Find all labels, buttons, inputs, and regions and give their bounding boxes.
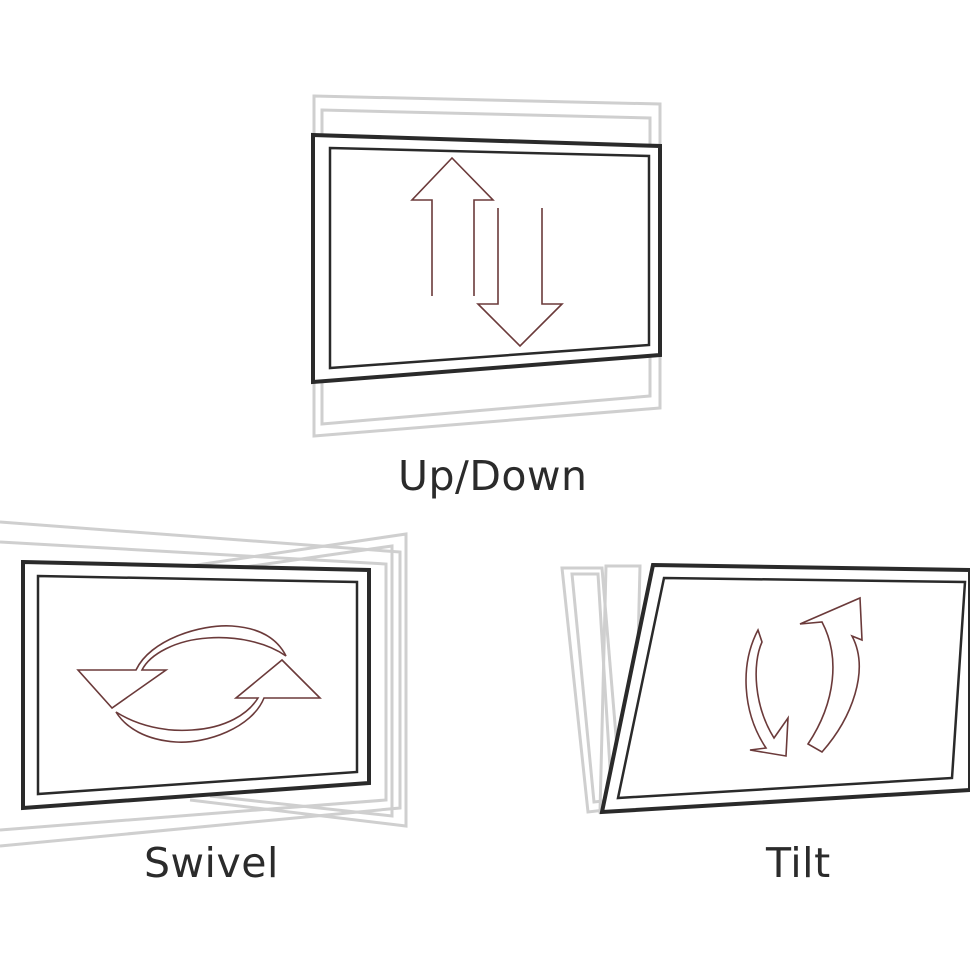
tilt-monitor-group xyxy=(560,562,970,815)
updown-label: Up/Down xyxy=(398,452,588,500)
swivel-ghost-frames xyxy=(0,520,408,848)
down-arrow-icon xyxy=(476,208,564,348)
tilt-arrow-down-icon xyxy=(745,627,789,757)
updown-monitor-group xyxy=(311,94,662,438)
swivel-ghost-left-inner xyxy=(0,540,388,832)
tilt-monitor xyxy=(599,562,970,815)
updown-monitor-bezel xyxy=(311,132,662,385)
swivel-rotate-arrows-icon xyxy=(76,625,322,743)
swivel-arrow-right-icon xyxy=(115,658,322,743)
updown-monitor xyxy=(311,132,662,385)
swivel-monitor-screen xyxy=(36,574,359,796)
swivel-monitor xyxy=(21,559,371,811)
tilt-arrow-up-icon xyxy=(799,596,863,754)
swivel-arrow-left-icon xyxy=(76,625,287,710)
swivel-ghost-right-inner xyxy=(209,544,394,818)
swivel-label: Swivel xyxy=(144,839,279,887)
swivel-monitor-bezel xyxy=(21,559,371,811)
updown-monitor-screen xyxy=(328,146,651,370)
swivel-ghost-right xyxy=(189,532,408,828)
tilt-rotate-arrows-icon xyxy=(745,596,863,757)
tilt-label: Tilt xyxy=(766,839,831,887)
swivel-ghost-left xyxy=(0,520,402,848)
updown-arrows-icon xyxy=(410,156,564,348)
swivel-monitor-group xyxy=(0,520,408,848)
up-arrow-icon xyxy=(410,156,495,296)
tilt-monitor-screen xyxy=(616,576,967,800)
tilt-monitor-bezel xyxy=(599,562,970,815)
